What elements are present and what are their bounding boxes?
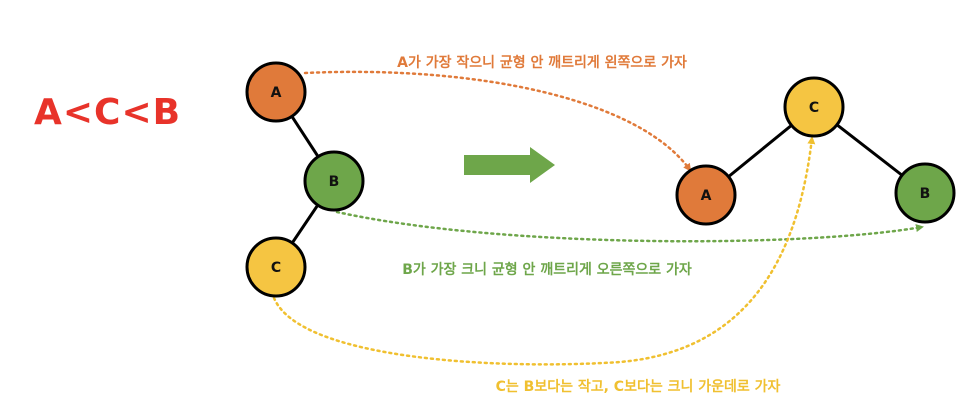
after-node-b-label: B (920, 186, 931, 202)
move-path-c (272, 136, 816, 366)
before-node-b-label: B (329, 174, 340, 190)
move-path-b (335, 210, 924, 243)
after-node-a-label: A (701, 188, 712, 204)
caption-b-move: B가 가장 크니 균형 안 깨트리게 오른쪽으로 가자 (402, 261, 692, 278)
before-node-b: B (303, 150, 365, 212)
before-node-a: A (245, 61, 307, 123)
after-node-a: A (675, 164, 737, 226)
transform-arrow-icon (464, 147, 555, 183)
caption-a-move: A가 가장 작으니 균형 안 깨트리게 왼쪽으로 가자 (397, 54, 687, 71)
after-node-b: B (894, 162, 956, 224)
before-node-c: C (245, 236, 307, 298)
before-node-c-label: C (271, 260, 281, 276)
after-node-c: C (783, 76, 845, 138)
order-title: A<C<B (34, 92, 182, 133)
move-path-a (303, 70, 692, 172)
after-node-c-label: C (809, 100, 819, 116)
before-node-a-label: A (271, 85, 282, 101)
caption-c-move: C는 B보다는 작고, C보다는 크니 가운데로 가자 (496, 378, 781, 395)
